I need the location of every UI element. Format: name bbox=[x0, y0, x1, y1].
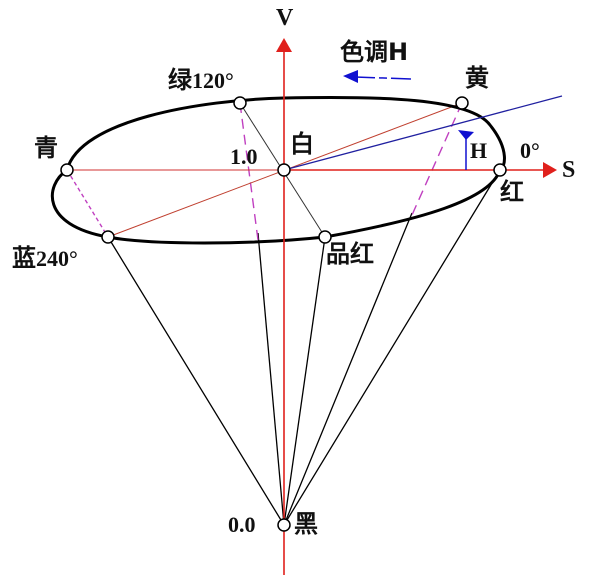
magenta-point bbox=[318, 230, 332, 244]
cyan-point bbox=[60, 163, 74, 177]
blue-point bbox=[101, 230, 115, 244]
green-point bbox=[233, 96, 247, 110]
cyan-label: 青 bbox=[34, 134, 58, 162]
hue-label: 色调H bbox=[340, 40, 408, 64]
blue-angle: 240° bbox=[36, 246, 78, 271]
white-label: 白 bbox=[290, 130, 314, 158]
white-point bbox=[277, 163, 291, 177]
magenta-label: 品红 bbox=[326, 240, 374, 268]
green-name: 绿 bbox=[168, 66, 192, 94]
v-axis-arrowhead bbox=[276, 38, 292, 52]
cone-edges bbox=[107, 169, 501, 526]
green-label: 绿120° bbox=[168, 68, 234, 92]
red-point bbox=[493, 163, 507, 177]
yellow-point bbox=[455, 96, 469, 110]
angle-arrowhead-icon bbox=[458, 130, 474, 140]
blue-label: 蓝240° bbox=[12, 246, 78, 270]
v-axis-label: V bbox=[276, 5, 294, 31]
vertex-markers bbox=[60, 96, 507, 532]
black-value-label: 0.0 bbox=[228, 512, 256, 537]
black-label: 黑 bbox=[294, 510, 318, 538]
angle-h-label: H bbox=[470, 138, 488, 163]
red-angle-label: 0° bbox=[520, 138, 540, 163]
blue-name: 蓝 bbox=[12, 244, 36, 272]
hue-direction-line bbox=[354, 76, 413, 80]
yellow-label: 黄 bbox=[465, 64, 489, 92]
black-point bbox=[277, 518, 291, 532]
hue-direction-arrow-icon bbox=[343, 70, 358, 83]
hue-label-text: 色调H bbox=[340, 38, 409, 66]
white-value-label: 1.0 bbox=[230, 144, 258, 169]
hue-ray bbox=[283, 95, 563, 171]
s-axis-arrowhead bbox=[543, 162, 557, 178]
green-angle: 120° bbox=[192, 68, 234, 93]
red-label: 红 bbox=[500, 178, 524, 206]
dashed-projections bbox=[66, 102, 463, 241]
s-axis-label: S bbox=[562, 157, 576, 183]
